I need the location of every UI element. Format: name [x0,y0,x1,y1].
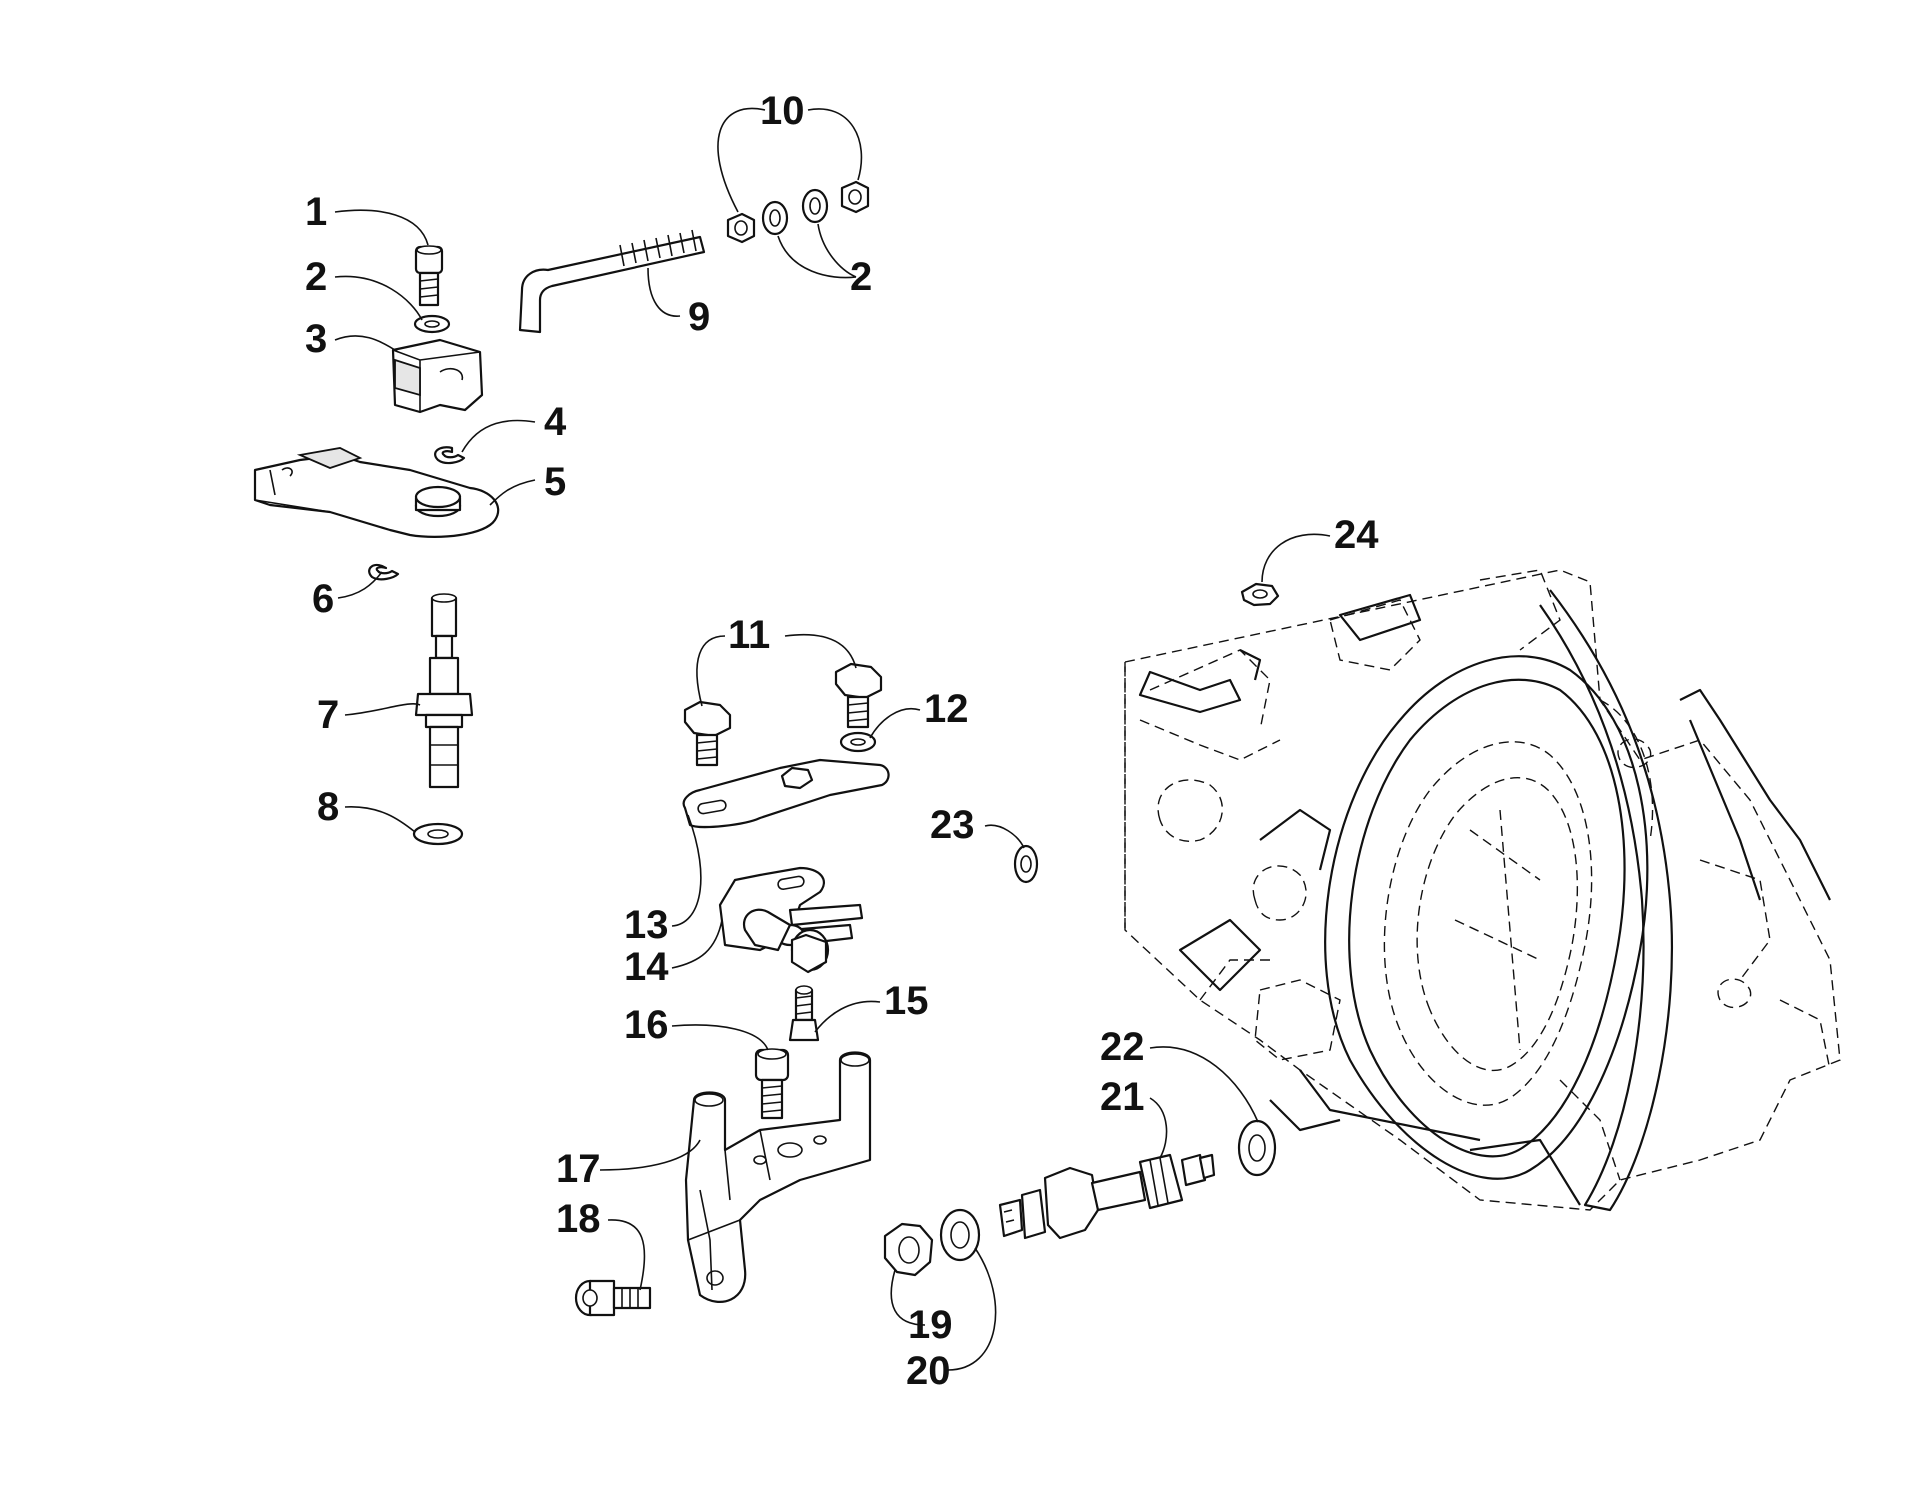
callout-2-right: 2 [850,255,872,299]
part-17-mount-bracket [684,1051,872,1303]
part-23-washer [1013,844,1039,884]
callout-17: 17 [556,1147,601,1191]
callout-11: 11 [728,613,770,657]
part-8-washer [412,822,464,846]
callout-6: 6 [312,577,334,621]
part-24-nut [1240,582,1280,607]
callout-3: 3 [305,317,327,361]
part-21-switch [998,1153,1216,1240]
part-18-cap-screw [574,1279,652,1317]
callout-10: 10 [760,89,805,133]
part-12-washer [839,731,877,753]
part-11-bolt-left [683,700,732,767]
part-15-screw [788,985,820,1042]
part-2-washer-a [761,200,789,236]
callout-21: 21 [1100,1075,1145,1119]
part-20-washer [939,1208,981,1262]
part-2-washer [413,314,451,334]
callout-16: 16 [624,1003,669,1047]
callout-labels: 1 2 3 4 5 6 7 8 9 10 2 11 12 23 13 14 15… [305,89,1379,1393]
part-16-cap-screw [754,1048,790,1120]
callout-14: 14 [624,945,669,989]
callout-2: 2 [305,255,327,299]
callout-18: 18 [556,1197,601,1241]
callout-22: 22 [1100,1025,1145,1069]
part-10-nut-right [840,180,870,214]
part-10-nut-left [726,212,756,244]
part-3-lever-block [391,338,484,414]
part-22-washer [1237,1119,1277,1177]
callout-8: 8 [317,785,339,829]
callout-9: 9 [688,295,710,339]
part-13-link-plate [682,758,890,829]
engine-case [1124,569,1841,1212]
callout-20: 20 [906,1349,951,1393]
callout-19: 19 [908,1303,953,1347]
callout-24: 24 [1334,513,1379,557]
part-11-bolt-right [834,662,883,729]
callout-23: 23 [930,803,975,847]
callout-4: 4 [544,400,567,444]
part-9-l-rod [518,229,706,334]
part-5-lever-plate [253,447,500,538]
part-6-e-clip [368,563,400,581]
part-4-e-clip [434,446,466,465]
part-7-shaft [414,593,474,789]
part-2-washer-b [801,188,829,224]
callout-5: 5 [544,460,566,504]
part-19-hex-nut [883,1222,934,1277]
callout-13: 13 [624,903,669,947]
leader-lines [334,107,1331,1371]
callout-1: 1 [305,190,327,234]
part-14-bracket [718,866,864,974]
callout-12: 12 [924,687,969,731]
callout-7: 7 [317,693,339,737]
part-1-cap-screw [414,245,444,307]
callout-15: 15 [884,979,929,1023]
